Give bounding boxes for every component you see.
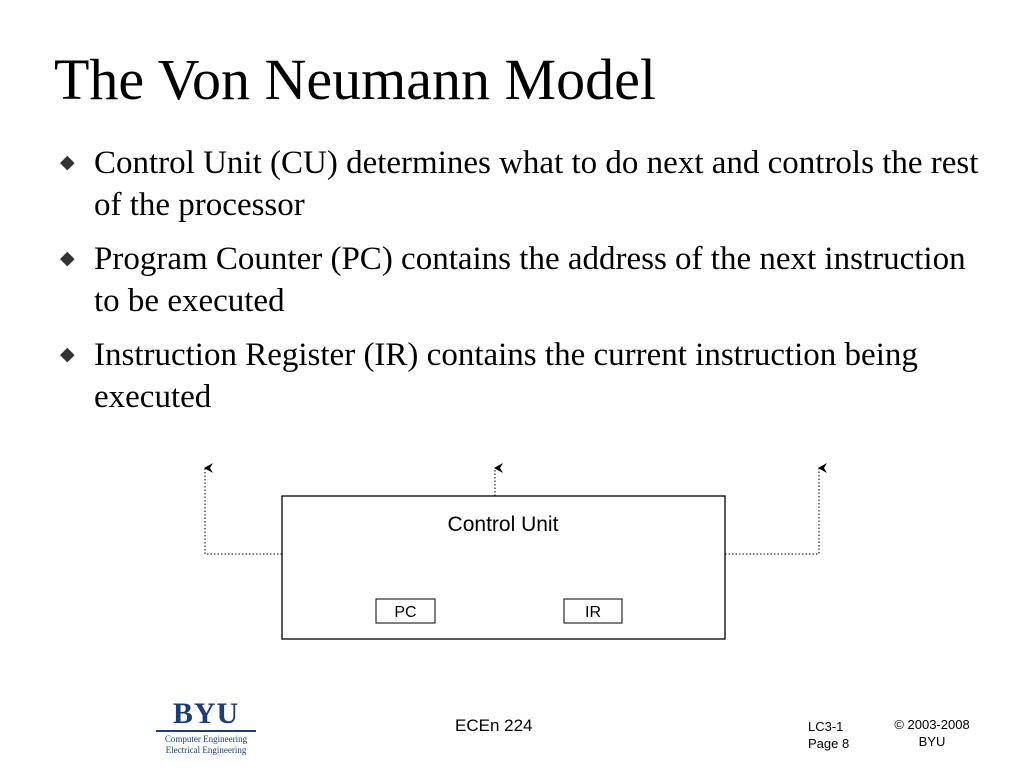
bullet-list: ◆ Control Unit (CU) determines what to d… bbox=[60, 142, 990, 430]
page-number: Page 8 bbox=[808, 736, 850, 751]
diamond-bullet-icon: ◆ bbox=[60, 248, 75, 269]
copyright-years: © 2003-2008 bbox=[894, 717, 970, 732]
bullet-item: ◆ Instruction Register (IR) contains the… bbox=[60, 334, 990, 418]
slide-code: LC3-1 bbox=[808, 719, 844, 734]
ir-register-label: IR bbox=[585, 604, 601, 621]
pc-register-label: PC bbox=[394, 604, 416, 621]
bullet-text: Program Counter (PC) contains the addres… bbox=[94, 241, 966, 319]
pc-register-box bbox=[375, 598, 436, 624]
bullet-item: ◆ Program Counter (PC) contains the addr… bbox=[60, 238, 990, 322]
course-label: ECEn 224 bbox=[455, 716, 533, 735]
bullet-item: ◆ Control Unit (CU) determines what to d… bbox=[60, 142, 990, 226]
copyright-org: BYU bbox=[918, 734, 946, 749]
slide-title: The Von Neumann Model bbox=[54, 47, 656, 112]
logo-line-1: Computer Engineering bbox=[164, 734, 248, 744]
bullet-text: Instruction Register (IR) contains the c… bbox=[94, 337, 918, 415]
byu-logo: BYU Computer Engineering Electrical Engi… bbox=[150, 698, 262, 764]
logo-line-2: Electrical Engineering bbox=[165, 745, 247, 755]
logo-mark: BYU bbox=[172, 697, 240, 730]
logo-divider bbox=[156, 730, 256, 732]
copyright-block: © 2003-2008 BYU bbox=[884, 716, 980, 750]
diamond-bullet-icon: ◆ bbox=[60, 344, 75, 365]
control-unit-label: Control Unit bbox=[448, 513, 559, 536]
diamond-bullet-icon: ◆ bbox=[60, 152, 75, 173]
left-dotted-arrow bbox=[204, 463, 282, 555]
slide-id: LC3-1 Page 8 bbox=[808, 718, 849, 752]
right-dotted-arrow bbox=[725, 463, 827, 555]
ir-register-box bbox=[563, 598, 623, 624]
control-unit-box bbox=[281, 495, 726, 640]
bullet-text: Control Unit (CU) determines what to do … bbox=[94, 145, 979, 223]
